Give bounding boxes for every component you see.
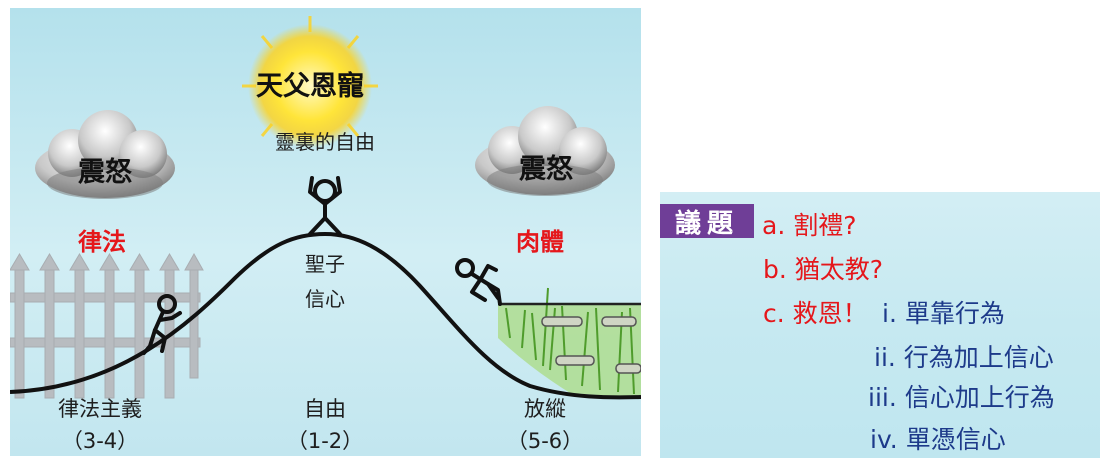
bottom-right-label: 放縱 <box>524 397 566 421</box>
hill-diagram: 天父恩寵 靈裏的自由 震怒 震怒 律法 肉體 聖子 信心 律法主義 （3-4） … <box>10 8 641 456</box>
item-b: b. 猶太教? <box>763 255 884 284</box>
sub-item-i: i. 單靠行為 <box>882 299 1005 328</box>
topic-badge: 議題 <box>660 204 754 239</box>
sub-item-iv: iv. 單憑信心 <box>870 425 1006 454</box>
bottom-right-range: （5-6） <box>506 429 584 453</box>
flesh-label: 肉體 <box>516 228 564 256</box>
hill-line <box>10 231 641 400</box>
stick-figure-top-icon <box>308 176 342 236</box>
hill-illustration <box>10 8 641 456</box>
right-cloud-label: 震怒 <box>519 154 573 185</box>
stick-figure-climbing-icon <box>142 294 182 355</box>
hill-label-son: 聖子 <box>305 252 345 276</box>
sub-item-iii: iii. 信心加上行為 <box>868 383 1055 412</box>
bottom-center-label: 自由 <box>304 397 346 421</box>
law-label: 律法 <box>78 228 126 256</box>
bottom-left-label: 律法主義 <box>58 397 142 421</box>
sub-item-ii: ii. 行為加上信心 <box>874 343 1054 372</box>
bottom-center-range: （1-2） <box>286 429 364 453</box>
bottom-left-range: （3-4） <box>61 429 139 453</box>
item-a: a. 割禮? <box>762 211 857 240</box>
sun-title: 天父恩寵 <box>256 71 364 102</box>
center-top-label: 靈裏的自由 <box>275 130 375 154</box>
right-cloud-icon <box>475 106 615 196</box>
left-cloud-icon <box>35 110 175 199</box>
stick-figure-falling-icon <box>455 258 502 306</box>
grass-icon <box>498 287 641 398</box>
hill-label-faith: 信心 <box>305 287 345 311</box>
sun-icon <box>242 16 378 148</box>
left-cloud-label: 震怒 <box>78 157 132 188</box>
topics-panel: 議題 a. 割禮? b. 猶太教? c. 救恩！ i. 單靠行為 ii. 行為加… <box>660 192 1100 458</box>
item-c: c. 救恩！ <box>763 299 868 328</box>
